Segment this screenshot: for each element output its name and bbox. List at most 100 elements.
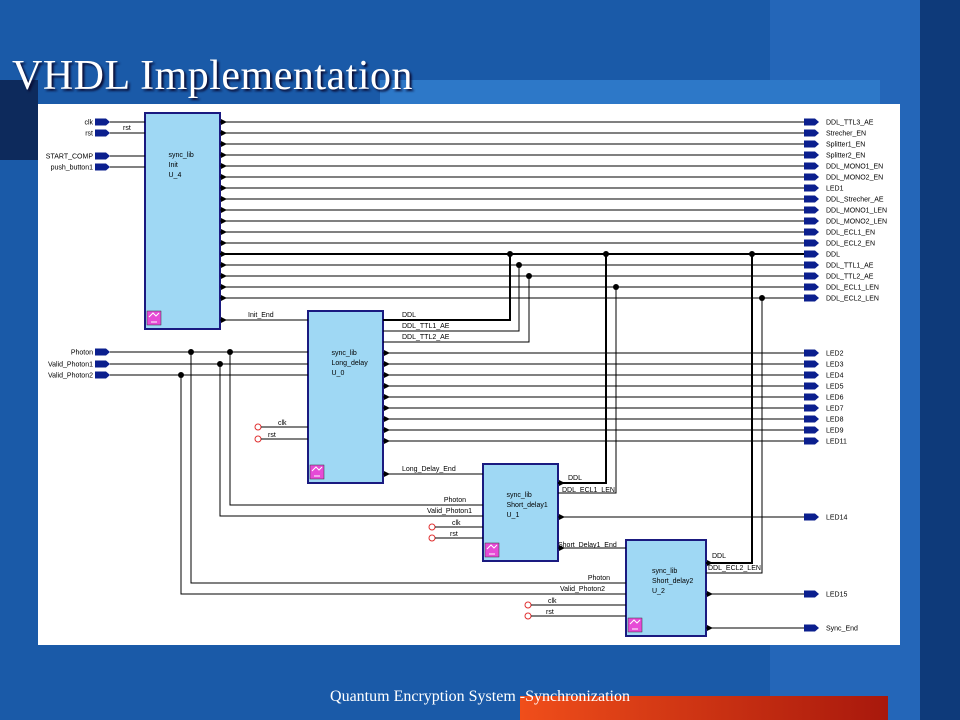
output-port-label: LED3 [826, 362, 844, 369]
wire-label: DDL_TTL2_AE [402, 334, 450, 341]
output-port-icon [804, 118, 819, 126]
output-port-icon [804, 360, 819, 368]
wire-label: DDL [568, 475, 582, 482]
pin-arrow [221, 163, 227, 169]
pin-arrow [221, 130, 227, 136]
open-connector [254, 423, 262, 431]
output-port-label: DDL_TTL2_AE [826, 274, 874, 281]
wire-ddl [706, 254, 753, 564]
input-port-icon [95, 118, 110, 126]
pin-arrow [384, 416, 390, 422]
pin-arrow [221, 207, 227, 213]
pin-arrow [221, 262, 227, 268]
output-port-label: LED5 [826, 384, 844, 391]
schematic-diagram: sync_libInitU_4clkrstrstSTART_COMPpush_b… [46, 112, 887, 637]
wire [706, 298, 763, 574]
output-port-icon [804, 206, 819, 214]
pin-arrow [221, 284, 227, 290]
pin-arrow [221, 295, 227, 301]
open-connector [524, 601, 532, 609]
output-port-label: LED1 [826, 186, 844, 193]
output-port-icon [804, 404, 819, 412]
input-port-label: Photon [71, 350, 93, 357]
wire [219, 364, 483, 517]
pin-arrow [221, 152, 227, 158]
pin-arrow [221, 273, 227, 279]
output-port-icon [804, 250, 819, 258]
output-port-label: Strecher_EN [826, 131, 866, 138]
pin-arrow [707, 625, 713, 631]
block-lib-label: sync_lib [169, 152, 194, 159]
pin-arrow [221, 229, 227, 235]
junction-dot [759, 295, 765, 301]
block-name-label: Long_delay [332, 360, 369, 367]
output-port-icon [804, 162, 819, 170]
pin-arrow [384, 372, 390, 378]
pin-arrow [221, 119, 227, 125]
output-port-label: Splitter1_EN [826, 142, 865, 149]
output-port-icon [804, 173, 819, 181]
slide-footer: Quantum Encryption System -Synchronizati… [330, 688, 630, 705]
wire [383, 265, 520, 332]
output-port-label: DDL_ECL1_LEN [826, 285, 879, 292]
block-lib-label: sync_lib [332, 350, 357, 357]
pin-arrow [707, 560, 713, 566]
output-port-icon [804, 624, 819, 632]
wire-label: DDL_ECL1_LEN [562, 487, 615, 494]
pin-arrow [221, 251, 227, 257]
pin-arrow [384, 471, 390, 477]
junction-dot [507, 251, 513, 257]
block-lib-label: sync_lib [507, 492, 532, 499]
input-port-icon [95, 163, 110, 171]
pin-arrow [707, 591, 713, 597]
pin-arrow [559, 480, 565, 486]
junction-dot [603, 251, 609, 257]
output-port-icon [804, 437, 819, 445]
output-port-label: Splitter2_EN [826, 153, 865, 160]
pin-arrow [559, 514, 565, 520]
output-port-label: LED8 [826, 417, 844, 424]
output-port-label: DDL_MONO1_LEN [826, 208, 887, 215]
pin-arrow [384, 394, 390, 400]
pin-arrow [221, 218, 227, 224]
block-name-label: Short_delay1 [507, 502, 548, 509]
wire-label: rst [123, 125, 131, 132]
block-instance-label: U_0 [332, 370, 345, 377]
output-port-icon [804, 590, 819, 598]
pin-arrow [221, 185, 227, 191]
bg-band-far-right [920, 0, 960, 720]
pin-arrow [559, 545, 565, 551]
output-port-label: LED11 [826, 439, 847, 446]
wire-label: DDL_TTL1_AE [402, 323, 450, 330]
junction-dot [613, 284, 619, 290]
junction-dot [749, 251, 755, 257]
input-port-icon [95, 360, 110, 368]
wire-label: clk [278, 420, 287, 427]
output-port-label: DDL_TTL3_AE [826, 120, 874, 127]
pin-arrow [221, 317, 227, 323]
wire-label: Valid_Photon1 [427, 508, 472, 515]
wire-label: rst [546, 609, 554, 616]
output-port-label: DDL_TTL1_AE [826, 263, 874, 270]
output-port-icon [804, 239, 819, 247]
output-port-label: LED15 [826, 592, 848, 599]
output-port-icon [804, 151, 819, 159]
block-name-label: Short_delay2 [652, 578, 693, 585]
pin-arrow [384, 405, 390, 411]
output-port-label: DDL_ECL2_LEN [826, 296, 879, 303]
wire-label: clk [452, 520, 461, 527]
output-port-icon [804, 426, 819, 434]
output-port-icon [804, 371, 819, 379]
output-port-label: LED4 [826, 373, 844, 380]
output-port-icon [804, 283, 819, 291]
wire [180, 375, 626, 595]
block-icon-glyph [148, 312, 160, 323]
input-port-icon [95, 152, 110, 160]
wire-label: Short_Delay1_End [558, 542, 617, 549]
input-port-label: rst [85, 131, 93, 138]
output-port-label: LED2 [826, 351, 844, 358]
output-port-label: DDL_Strecher_AE [826, 197, 884, 204]
output-port-icon [804, 415, 819, 423]
input-port-label: Valid_Photon1 [48, 362, 93, 369]
